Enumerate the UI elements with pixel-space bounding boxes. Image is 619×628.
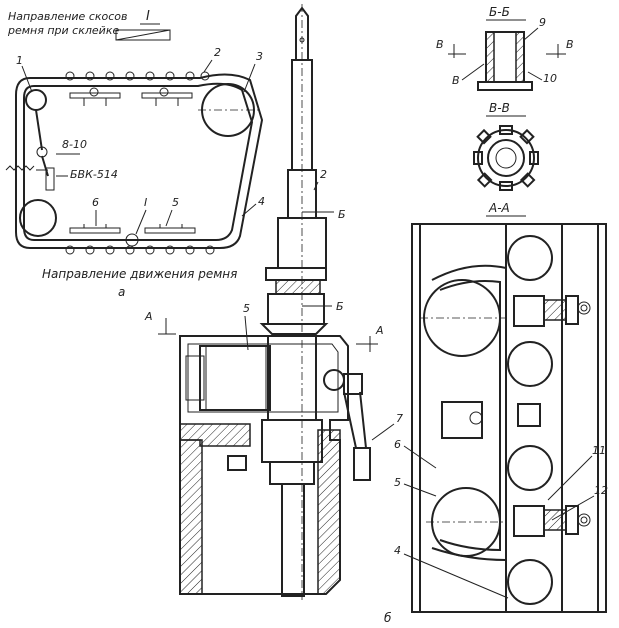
top-clamp-assemblies — [69, 87, 193, 106]
bolt-assembly-bottom — [513, 505, 591, 537]
roller-small-1 — [507, 235, 553, 281]
knurled-ring — [275, 279, 321, 295]
cut-v-left-2: В — [452, 74, 460, 87]
label-2-b: 2 — [320, 168, 327, 181]
top-rollers — [65, 71, 210, 81]
section-aa-title: А-А — [488, 201, 510, 215]
label-cut-a-left: А — [144, 310, 153, 323]
belt-direction-caption: Направление движения ремня — [42, 267, 237, 281]
label-11: 11 — [592, 444, 606, 457]
gear-teeth — [473, 125, 539, 191]
roller-small-2 — [507, 341, 553, 387]
label-3: 3 — [256, 50, 263, 63]
label-2-a: 2 — [214, 46, 221, 59]
curved-guide — [431, 264, 507, 562]
label-4-a: 4 — [258, 195, 265, 208]
bottom-clamp-assemblies — [69, 224, 196, 247]
label-cut-b2: Б — [336, 300, 344, 313]
view-letter-a: а — [118, 285, 125, 299]
spindle-column — [281, 483, 305, 597]
frame — [411, 223, 607, 613]
label-1: 1 — [16, 54, 23, 67]
belt-conveyor-diagram: Направление скосов ремня при склейке I — [5, 9, 265, 299]
label-i: I — [144, 196, 147, 209]
housing-wall-left — [179, 439, 203, 595]
section-vv: В-В — [473, 101, 539, 191]
bolt-assembly-top — [513, 295, 591, 327]
label-bvk: БВК-514 — [70, 168, 118, 181]
label-6-aa: 6 — [394, 438, 401, 451]
shaft-lower — [287, 169, 317, 219]
bevel-symbol — [115, 29, 171, 41]
gear-outer — [477, 129, 535, 187]
belt-loop — [15, 73, 264, 249]
label-5-b: 5 — [243, 302, 250, 315]
pulley-1 — [25, 89, 47, 111]
label-5-a: 5 — [172, 196, 179, 209]
view-letter-b: б — [384, 611, 392, 625]
label-10: 10 — [543, 72, 557, 85]
section-vv-title: В-В — [489, 101, 510, 115]
bottom-rollers — [65, 245, 215, 255]
label-4-aa: 4 — [394, 544, 401, 557]
belt-bevel-title-line1: Направление скосов — [8, 10, 128, 23]
label-7: 7 — [396, 412, 403, 425]
belt-bevel-title-line2: ремня при склейке — [7, 24, 119, 37]
cut-v-left: В — [436, 38, 444, 51]
motor-block-5 — [199, 345, 271, 411]
label-5-aa: 5 — [394, 476, 401, 489]
handle-7 — [323, 369, 371, 481]
tension-lever — [5, 109, 55, 191]
label-cut-b: Б — [338, 208, 346, 221]
section-mark-i: I — [146, 9, 150, 24]
label-8-10: 8-10 — [62, 138, 87, 151]
block-middle — [441, 401, 483, 439]
shaft-tip — [295, 6, 309, 61]
pulley-bottom — [19, 199, 57, 237]
label-6-a: 6 — [92, 196, 99, 209]
cut-v-right: В — [566, 38, 574, 51]
roller-small-4 — [507, 559, 553, 605]
spindle-assembly: 2 Б Б А А 5 — [144, 4, 403, 625]
roller-small-3 — [507, 445, 553, 491]
label-cut-a-right: А — [375, 324, 384, 337]
label-9: 9 — [539, 16, 546, 29]
label-12: 12 — [594, 484, 608, 497]
section-aa: А-А — [394, 201, 608, 613]
section-bb-title: Б-Б — [489, 5, 510, 19]
section-bb: Б-Б 9 10 В В В — [436, 5, 574, 91]
